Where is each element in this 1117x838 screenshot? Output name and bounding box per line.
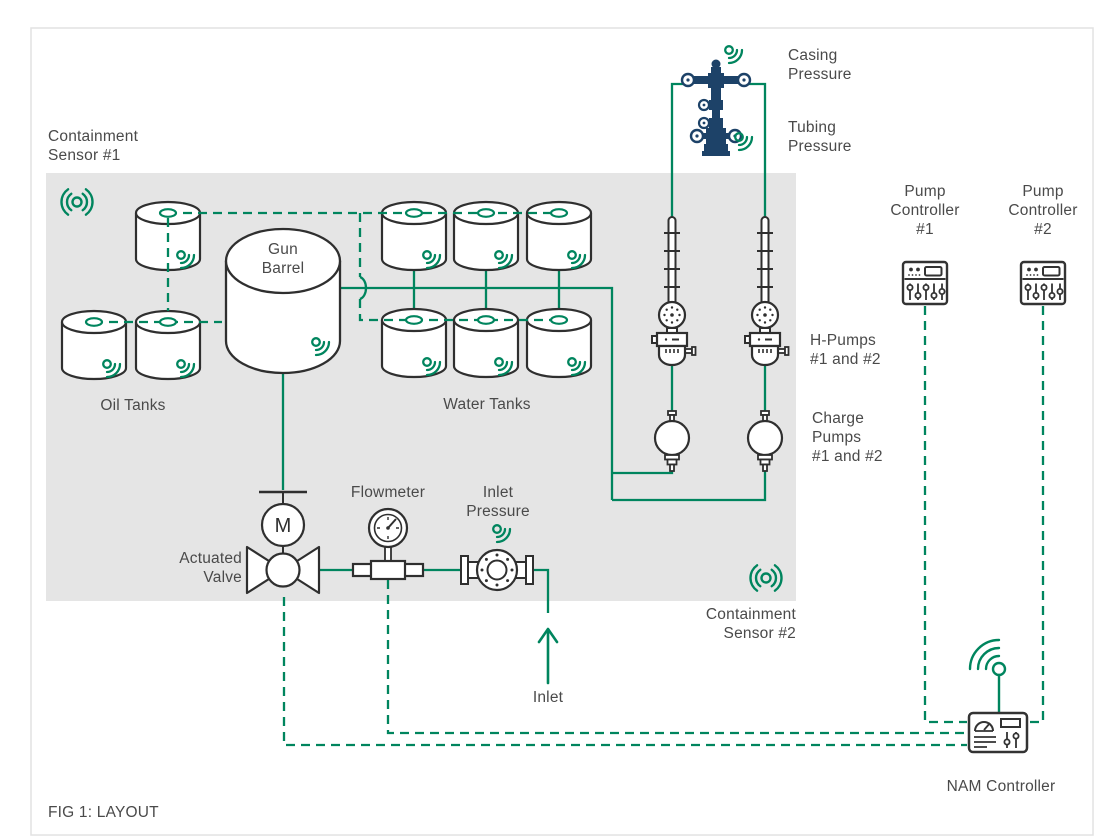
flowmeter-label: Flowmeter [350,484,426,501]
oil-tanks-label: Oil Tanks [100,397,166,414]
inlet-pressure-label: Inlet Pressure [466,484,530,520]
inlet-arrow-icon [537,627,559,685]
inlet-label: Inlet [532,689,564,706]
figure-caption: FIG 1: LAYOUT [48,804,159,821]
casing-pressure-label: Casing Pressure [788,47,852,83]
inlet-valve-icon [460,524,534,592]
containment-sensor-1-label: Containment Sensor #1 [48,128,139,164]
pump-controller-1-label: Pump Controller #1 [890,183,960,238]
actuated-valve-label: Actuated Valve [179,550,242,586]
antenna-icon [968,638,1007,715]
flowmeter-icon [351,507,425,581]
pump-controller-icon [901,260,949,306]
line-jump [359,275,368,301]
charge-pumps-label: Charge Pumps #1 and #2 [812,410,883,465]
containment-sensor-2-label: Containment Sensor #2 [705,606,796,642]
gun-barrel-label: Gun Barrel [261,241,305,277]
h-pumps-label: H-Pumps #1 and #2 [810,332,881,368]
pump-controller-2-label: Pump Controller #2 [1008,183,1078,238]
actuated-valve-icon: M [245,490,321,595]
nam-controller-label: NAM Controller [946,778,1056,795]
nam-controller-icon [967,711,1029,754]
motor-m-label: M [275,515,292,537]
water-tanks-label: Water Tanks [443,396,531,413]
wellhead-icon [680,59,752,156]
gun-barrel-icon [224,227,342,375]
pump-controller-icon [1019,260,1067,306]
tubing-pressure-label: Tubing Pressure [788,119,852,155]
